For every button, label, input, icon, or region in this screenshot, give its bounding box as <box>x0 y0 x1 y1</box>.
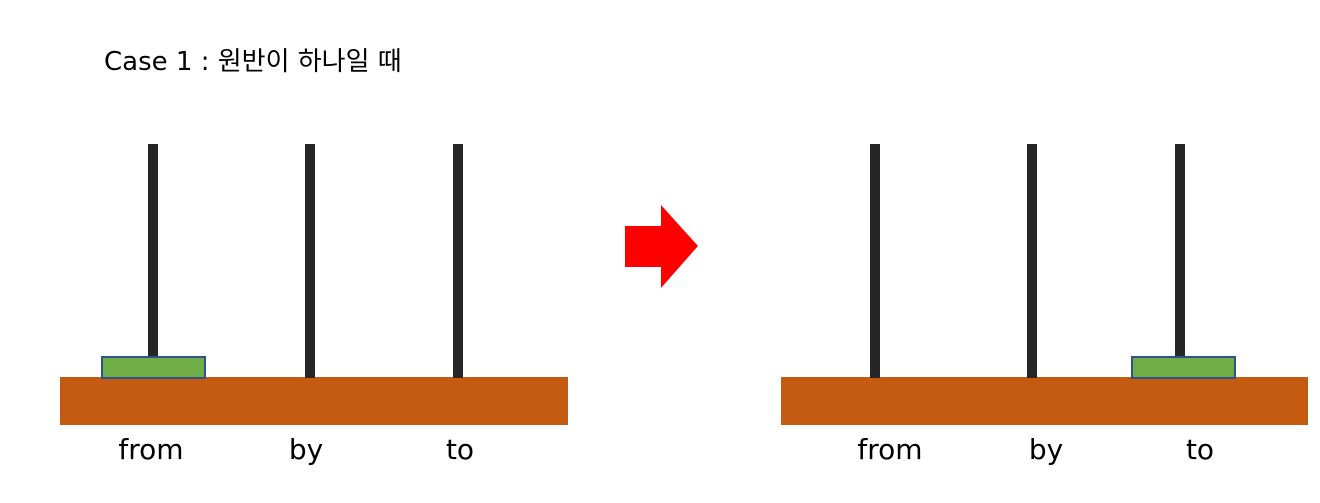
base-platform <box>60 377 568 425</box>
disk <box>101 356 206 379</box>
arrow-shape <box>625 205 698 288</box>
right-arrow-icon <box>625 205 698 288</box>
peg-label-from: from <box>857 433 923 466</box>
diagram-title: Case 1 : 원반이 하나일 때 <box>104 47 402 77</box>
peg-by <box>1027 144 1037 378</box>
peg-to <box>1175 144 1185 378</box>
peg-label-by: by <box>288 433 324 466</box>
scene-after: from by to <box>781 0 1308 503</box>
peg-label-from: from <box>118 433 184 466</box>
disk <box>1131 356 1236 379</box>
scene-before: from by to <box>60 0 568 503</box>
peg-label-by: by <box>1028 433 1064 466</box>
peg-from <box>148 144 158 378</box>
peg-label-to: to <box>1185 433 1215 466</box>
peg-to <box>453 144 463 378</box>
base-platform <box>781 377 1308 425</box>
peg-by <box>305 144 315 378</box>
peg-label-to: to <box>445 433 475 466</box>
peg-from <box>870 144 880 378</box>
